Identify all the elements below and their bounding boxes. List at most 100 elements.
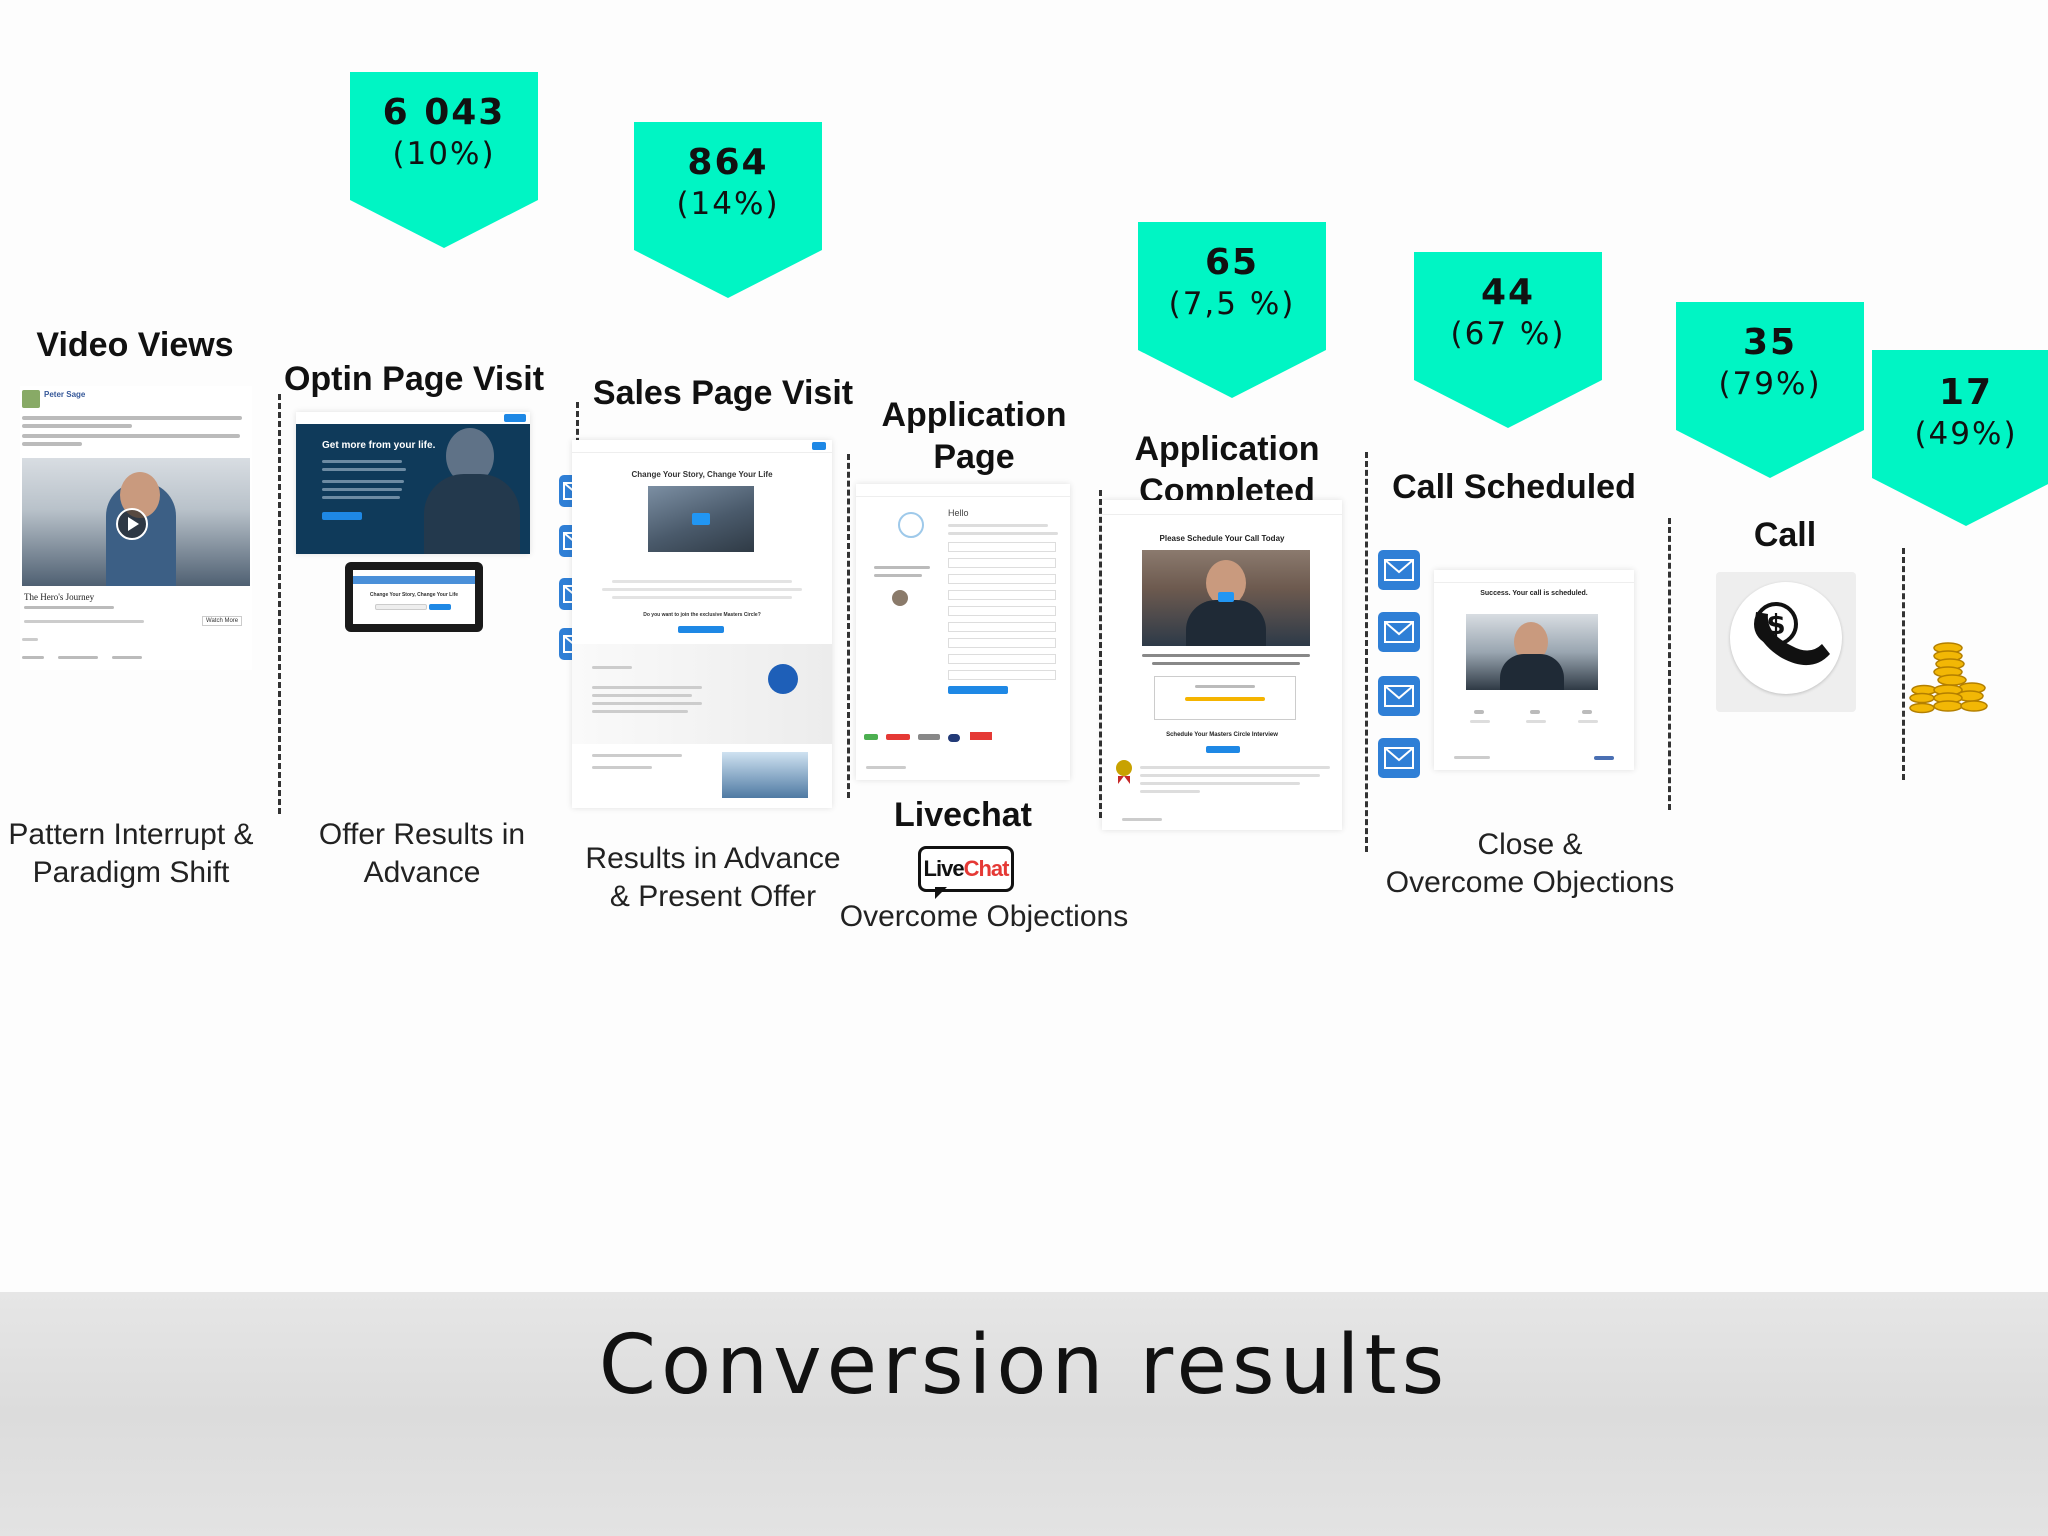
stage-title-application: Application Page	[868, 394, 1080, 478]
person-silhouette	[424, 474, 520, 554]
person-silhouette	[1500, 654, 1564, 690]
footer-band	[0, 1292, 2048, 1536]
badge-scheduled: 35 (79%)	[1676, 302, 1864, 478]
completed-sub: Schedule Your Masters Circle Interview	[1166, 732, 1278, 738]
badge-percent: (10%)	[392, 136, 496, 172]
optin-page-screenshot: Get more from your life.	[296, 412, 530, 554]
application-logo	[898, 512, 924, 538]
separator-4	[1099, 490, 1102, 818]
stage-title-call: Call	[1753, 516, 1817, 554]
phone-dollar-icon: $	[1754, 602, 1830, 666]
badge-percent: (49%)	[1914, 416, 2018, 452]
stage-desc-line: Results in Advance	[585, 842, 841, 875]
stage-desc-line: Paradigm Shift	[32, 856, 230, 889]
stage-desc-sales: Results in Advance & Present Offer	[570, 840, 856, 916]
completed-headline: Please Schedule Your Call Today	[1159, 534, 1285, 543]
gold-coins-icon	[1909, 642, 1988, 714]
optin-headline: Get more from your life.	[322, 440, 436, 451]
badge-optin: 6 043 (10%)	[350, 72, 538, 248]
stage-desc-line: & Present Offer	[609, 880, 817, 913]
video-caption: The Hero's Journey	[24, 592, 95, 602]
person-silhouette	[1186, 600, 1266, 646]
stage-title-completed-line1: Application	[1134, 430, 1320, 468]
application-greeting: Hello	[948, 508, 969, 518]
badge-application: 65 (7,5 %)	[1138, 222, 1326, 398]
stage-title-application-line1: Application	[881, 396, 1067, 434]
stage-title-optin: Optin Page Visit	[283, 360, 545, 398]
badge-arrow-shape	[350, 72, 538, 248]
bubble-icon	[768, 664, 798, 694]
tablet-mockup: Change Your Story, Change Your Life	[345, 562, 483, 632]
livechat-title: Livechat	[894, 796, 1032, 834]
badge-completed: 44 (67 %)	[1414, 252, 1602, 428]
badge-percent: (67 %)	[1450, 316, 1566, 352]
badge-percent: (14%)	[676, 186, 780, 222]
stage-title-scheduled: Call Scheduled	[1392, 468, 1636, 506]
email-icon	[1378, 612, 1420, 652]
avatar	[22, 390, 40, 408]
sales-question: Do you want to join the exclusive Master…	[643, 612, 761, 618]
livechat-logo: LiveChat	[918, 846, 1014, 899]
badge-percent: (79%)	[1718, 366, 1822, 402]
badge-count: 17	[1938, 372, 1994, 413]
play-icon[interactable]	[116, 508, 148, 540]
separator-3	[847, 454, 850, 798]
separator-6	[1668, 518, 1671, 810]
ted-logo	[970, 732, 992, 740]
badge-arrow-shape	[634, 122, 822, 298]
video-thumbnail[interactable]	[22, 458, 250, 586]
stage-desc-line: Overcome Objections	[1385, 866, 1675, 899]
badge-call: 17 (49%)	[1872, 350, 2048, 526]
completed-page-screenshot: Please Schedule Your Call Today Schedule…	[1102, 500, 1342, 830]
avatar	[892, 590, 908, 606]
sales-video[interactable]	[648, 486, 754, 552]
scheduled-headline: Success. Your call is scheduled.	[1480, 590, 1588, 597]
stage-title-sales: Sales Page Visit	[592, 374, 854, 412]
badge-count: 6 043	[382, 92, 506, 133]
scheduled-page-screenshot: Success. Your call is scheduled.	[1434, 570, 1634, 770]
application-page-screenshot: Hello	[856, 484, 1070, 780]
completed-video[interactable]	[1142, 550, 1310, 646]
sales-headline: Change Your Story, Change Your Life	[631, 470, 773, 479]
post-author: Peter Sage	[44, 390, 86, 399]
badge-count: 35	[1742, 322, 1798, 363]
separator-1	[278, 394, 281, 814]
badge-count: 864	[687, 142, 769, 183]
stage-desc-optin: Offer Results in Advance	[298, 816, 546, 892]
person-thumbnail	[722, 752, 808, 798]
stage-title-video-views: Video Views	[36, 326, 234, 364]
footer-title: Conversion results	[598, 1318, 1450, 1413]
watch-more-button[interactable]: Watch More	[202, 616, 243, 626]
call-illustration: $	[1716, 572, 1856, 712]
badge-arrow-shape	[1872, 350, 2048, 526]
stage-desc-line: Pattern Interrupt &	[8, 818, 254, 851]
stage-desc-video-views: Pattern Interrupt & Paradigm Shift	[0, 816, 262, 892]
livechat-logo-chat: Chat	[963, 856, 1010, 881]
play-icon[interactable]	[1218, 592, 1234, 602]
scheduled-video[interactable]	[1466, 614, 1598, 690]
badge-count: 44	[1480, 272, 1536, 313]
stage-desc-line: Offer Results in	[318, 818, 526, 851]
email-icon	[1378, 738, 1420, 778]
award-badge-icon	[1116, 760, 1132, 776]
livechat-logo-live: Live	[923, 856, 965, 881]
email-icon	[1378, 550, 1420, 590]
badge-sales: 864 (14%)	[634, 122, 822, 298]
play-icon[interactable]	[692, 513, 710, 525]
tablet-headline: Change Your Story, Change Your Life	[369, 592, 459, 598]
stage-desc-line: Advance	[363, 856, 481, 889]
email-icon	[1378, 676, 1420, 716]
stage-desc-line: Close &	[1477, 828, 1583, 861]
separator-5	[1365, 452, 1368, 852]
badge-arrow-shape	[1414, 252, 1602, 428]
badge-percent: (7,5 %)	[1168, 286, 1296, 322]
badge-count: 65	[1204, 242, 1260, 283]
badge-arrow-shape	[1676, 302, 1864, 478]
stage-desc-application: Overcome Objections	[839, 900, 1129, 933]
badge-arrow-shape	[1138, 222, 1326, 398]
sales-page-screenshot: Change Your Story, Change Your Life Do y…	[572, 440, 832, 808]
stage-title-application-line2: Page	[933, 438, 1015, 476]
separator-7	[1902, 548, 1905, 780]
stage-desc-scheduled: Close & Overcome Objections	[1370, 826, 1690, 902]
video-post-screenshot: Peter Sage The Hero's Journey Watch More	[20, 386, 252, 670]
